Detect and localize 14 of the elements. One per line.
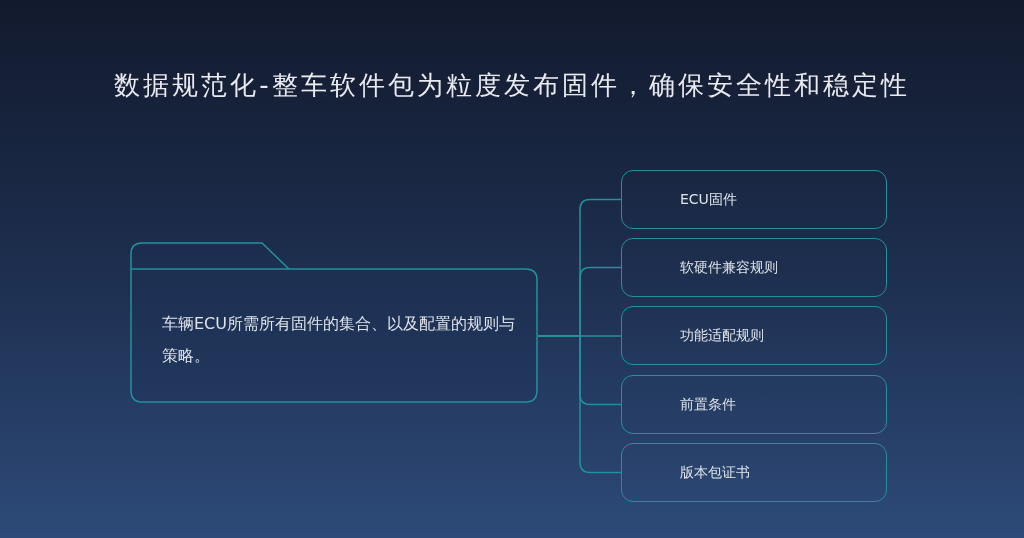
item-label: 软硬件兼容规则 <box>680 258 778 277</box>
item-label: 版本包证书 <box>680 463 750 482</box>
item-box <box>621 238 887 297</box>
item-box <box>621 375 887 434</box>
item-box <box>621 306 887 365</box>
item-label: 功能适配规则 <box>680 326 764 345</box>
item-label: 前置条件 <box>680 395 736 414</box>
item-label: ECU固件 <box>680 190 737 209</box>
item-box <box>621 170 887 229</box>
connector-line <box>537 335 622 474</box>
title: 数据规范化-整车软件包为粒度发布固件，确保安全性和稳定性 <box>113 69 911 102</box>
folder-box <box>130 242 538 403</box>
description-text: 车辆ECU所需所有固件的集合、以及配置的规则与策略。 <box>162 313 516 367</box>
item-box <box>621 443 887 502</box>
